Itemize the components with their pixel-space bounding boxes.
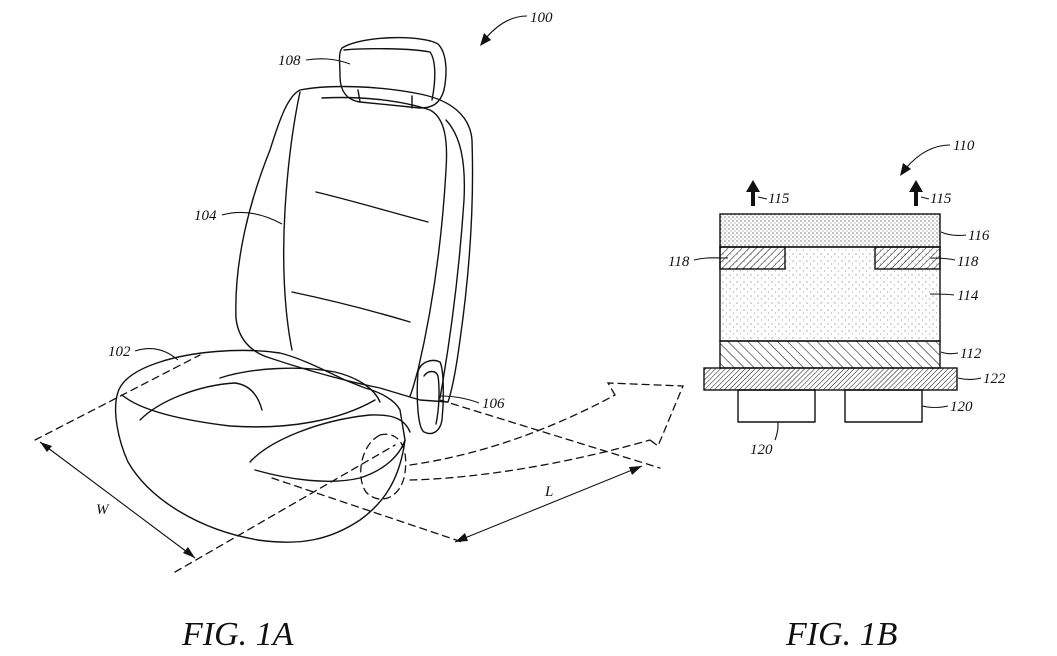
seat-bottom	[116, 350, 410, 542]
leader-110	[906, 145, 950, 168]
length-dimension-line	[455, 466, 642, 542]
length-arrow-rear	[629, 466, 642, 475]
bottom-layer	[720, 341, 940, 368]
side-control-panel	[361, 360, 444, 499]
fig-1a: 100 108 104 102 106 W L	[35, 10, 683, 572]
label-118-left: 118	[668, 254, 690, 270]
label-102: 102	[108, 344, 131, 360]
leader-120-left	[775, 422, 778, 440]
seat-back-upper-seam	[316, 192, 428, 222]
label-120-right: 120	[950, 399, 973, 415]
caption-fig-1a: FIG. 1A	[181, 616, 294, 653]
leader-116	[941, 232, 966, 236]
label-100: 100	[530, 10, 553, 26]
label-120-left: 120	[750, 442, 773, 458]
rotation-arrow-lower	[410, 440, 650, 480]
leader-115-left	[758, 197, 767, 199]
arrow-115-left	[746, 180, 760, 206]
length-extension-rear	[440, 400, 660, 468]
headrest-front	[344, 49, 435, 100]
leader-122	[958, 378, 981, 380]
seat-back	[236, 87, 473, 402]
arrow-115-right	[909, 180, 923, 206]
rotation-arrow	[410, 383, 683, 480]
label-118-right: 118	[957, 254, 979, 270]
label-116: 116	[968, 228, 990, 244]
width-arrow-bottom	[183, 547, 195, 558]
seat-cushion-front	[250, 415, 410, 462]
label-108: 108	[278, 53, 301, 69]
electrode-left	[720, 247, 785, 269]
label-112: 112	[960, 346, 982, 362]
leader-115-right	[921, 197, 929, 199]
seat-back-front-face	[322, 98, 447, 397]
base-plate	[704, 368, 957, 390]
label-106: 106	[482, 396, 505, 412]
width-dimension-line	[40, 442, 195, 558]
label-115-left: 115	[768, 191, 790, 207]
width-extension-bottom	[175, 445, 395, 572]
length-extension-front	[272, 478, 462, 542]
support-right	[845, 390, 922, 422]
leader-100	[486, 16, 527, 38]
rotation-arrow-head	[608, 383, 683, 446]
label-w: W	[96, 502, 110, 518]
seat-cushion-left-bolster	[140, 383, 262, 420]
seat-back-outline	[236, 87, 473, 402]
seat-back-left-bolster	[284, 92, 300, 350]
leader-104	[222, 212, 282, 224]
label-115-right: 115	[930, 191, 952, 207]
fig-1b: 110 115 115 116 118 118 114 112 122 120 …	[668, 138, 1006, 458]
support-left	[738, 390, 815, 422]
seat-bottom-outline	[116, 350, 405, 542]
side-panel-inner	[424, 372, 439, 425]
label-110: 110	[953, 138, 975, 154]
label-104: 104	[194, 208, 217, 224]
headrest-post-left	[358, 90, 360, 102]
rotation-arrow-upper	[410, 395, 615, 465]
label-122: 122	[983, 371, 1006, 387]
seat-back-lower-seam	[292, 292, 410, 322]
fig-1a-labels: 100 108 104 102 106 W L	[96, 10, 553, 518]
top-layer	[720, 214, 940, 247]
seat-bottom-top-edge	[122, 395, 375, 427]
leader-120-right	[922, 406, 948, 408]
caption-fig-1b: FIG. 1B	[785, 616, 898, 653]
seat-back-right-side	[440, 120, 464, 398]
label-l: L	[544, 484, 553, 500]
leader-112	[941, 352, 958, 354]
width-arrow-top	[40, 442, 52, 452]
length-arrow-front	[455, 533, 468, 542]
seat-bottom-side-edge	[255, 440, 405, 481]
leader-108	[306, 59, 350, 64]
label-114: 114	[957, 288, 979, 304]
